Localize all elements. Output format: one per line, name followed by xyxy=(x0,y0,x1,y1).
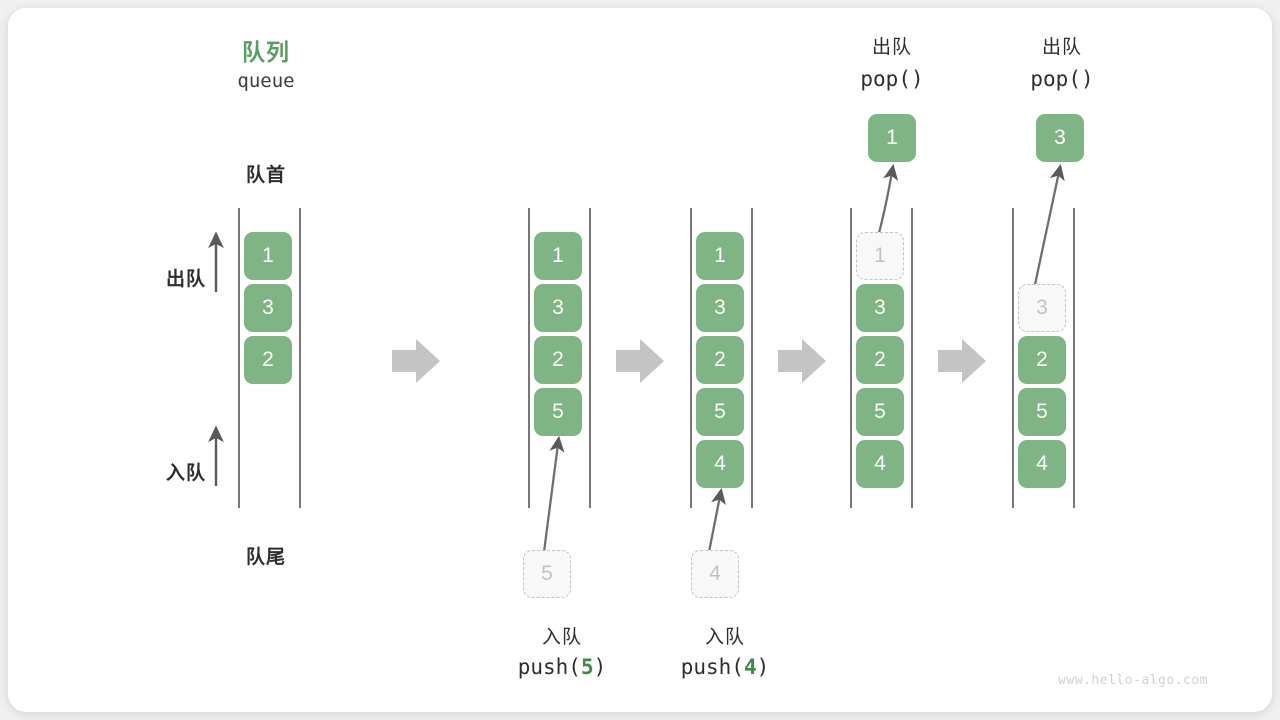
queue-title-cn: 队列 xyxy=(242,39,290,65)
queue-cell[interactable]: 1 xyxy=(534,232,582,280)
popped-cell[interactable]: 1 xyxy=(868,114,916,162)
watermark: www.hello-algo.com xyxy=(1058,673,1208,688)
queue-cell[interactable]: 1 xyxy=(244,232,292,280)
queue-cell[interactable]: 1 xyxy=(696,232,744,280)
queue-cell[interactable]: 4 xyxy=(696,440,744,488)
queue-cell[interactable]: 3 xyxy=(856,284,904,332)
queue-cell[interactable]: 5 xyxy=(856,388,904,436)
queue-rails-pop1 xyxy=(850,208,913,508)
push4-code-suffix: ) xyxy=(756,655,770,679)
push5-code-prefix: push( xyxy=(517,655,581,679)
queue-cell[interactable]: 2 xyxy=(534,336,582,384)
stage-separator-arrow-1 xyxy=(392,339,440,383)
pop3-header-code: pop() xyxy=(1030,67,1094,91)
queue-cell[interactable]: 5 xyxy=(1018,388,1066,436)
queue-title-en: queue xyxy=(237,70,295,92)
pop1-header-cn: 出队 xyxy=(871,37,912,58)
queue-cell[interactable]: 2 xyxy=(244,336,292,384)
push-arrow-5 xyxy=(542,435,565,553)
queue-cell[interactable]: 2 xyxy=(1018,336,1066,384)
queue-cell[interactable]: 4 xyxy=(856,440,904,488)
incoming-ghost-cell[interactable]: 4 xyxy=(691,550,739,598)
queue-rails-initial xyxy=(238,208,301,508)
stage-separator-arrow-3 xyxy=(778,339,826,383)
queue-cell[interactable]: 3 xyxy=(696,284,744,332)
push-arrow-4 xyxy=(707,487,726,553)
queue-rails-pop3 xyxy=(1012,208,1075,508)
queue-cell[interactable]: 5 xyxy=(534,388,582,436)
push4-caption-cn: 入队 xyxy=(704,627,745,648)
pop1-header-code: pop() xyxy=(860,67,924,91)
queue-cell-ghost[interactable]: 3 xyxy=(1018,284,1066,332)
queue-cell[interactable]: 3 xyxy=(534,284,582,332)
queue-cell-ghost[interactable]: 1 xyxy=(856,232,904,280)
queue-cell[interactable]: 2 xyxy=(696,336,744,384)
pop3-header-cn: 出队 xyxy=(1041,37,1082,58)
push5-code-arg: 5 xyxy=(580,655,594,679)
popped-cell[interactable]: 3 xyxy=(1036,114,1084,162)
queue-cell[interactable]: 3 xyxy=(244,284,292,332)
push5-caption-code: push(5) xyxy=(482,655,642,679)
push4-code-prefix: push( xyxy=(680,655,744,679)
push5-code-suffix: ) xyxy=(593,655,607,679)
push4-caption-code: push(4) xyxy=(645,655,805,679)
rear-label: 队尾 xyxy=(245,547,286,568)
enqueue-label: 入队 xyxy=(165,463,206,484)
queue-cell[interactable]: 4 xyxy=(1018,440,1066,488)
queue-cell[interactable]: 5 xyxy=(696,388,744,436)
queue-cell[interactable]: 2 xyxy=(856,336,904,384)
front-label: 队首 xyxy=(245,165,286,186)
stage-separator-arrow-4 xyxy=(938,339,986,383)
push4-code-arg: 4 xyxy=(743,655,757,679)
stage-separator-arrow-2 xyxy=(616,339,664,383)
queue-rails-push5 xyxy=(528,208,591,508)
incoming-ghost-cell[interactable]: 5 xyxy=(523,550,571,598)
push5-caption-cn: 入队 xyxy=(541,627,582,648)
dequeue-label: 出队 xyxy=(165,269,206,290)
queue-rails-push4 xyxy=(690,208,753,508)
